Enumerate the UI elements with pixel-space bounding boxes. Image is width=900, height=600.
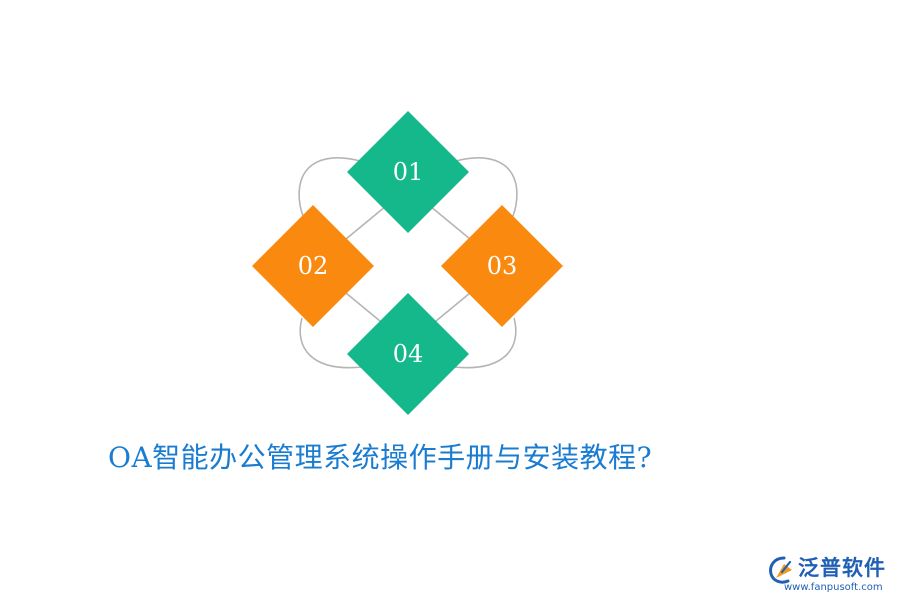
logo-url: www.fanpusoft.com (784, 582, 883, 593)
logo-name: 泛普软件 (798, 556, 886, 580)
node-label-01: 01 (393, 158, 424, 186)
diamond-02 (252, 205, 374, 327)
inner-connectors (345, 205, 471, 327)
connector-01-03-inner (429, 205, 471, 240)
connector-02-04-inner (345, 292, 387, 327)
node-01: 01 (347, 111, 469, 233)
node-label-04: 04 (393, 340, 424, 368)
node-03: 03 (441, 205, 563, 327)
page-title: OA智能办公管理系统操作手册与安装教程? (108, 441, 653, 474)
connector-03-04-outer (453, 317, 517, 369)
diamond-04 (347, 293, 469, 415)
diamond-01 (347, 111, 469, 233)
node-02: 02 (252, 205, 374, 327)
brand-logo: 泛普软件 www.fanpusoft.com (766, 552, 892, 596)
node-label-03: 03 (487, 252, 518, 280)
node-label-02: 02 (298, 252, 329, 280)
logo-mark-icon (769, 556, 792, 584)
connector-01-02-inner (345, 205, 387, 240)
diamond-03 (441, 205, 563, 327)
connector-03-04-inner (429, 292, 471, 327)
connector-02-04-outer (299, 317, 363, 369)
node-04: 04 (347, 293, 469, 415)
